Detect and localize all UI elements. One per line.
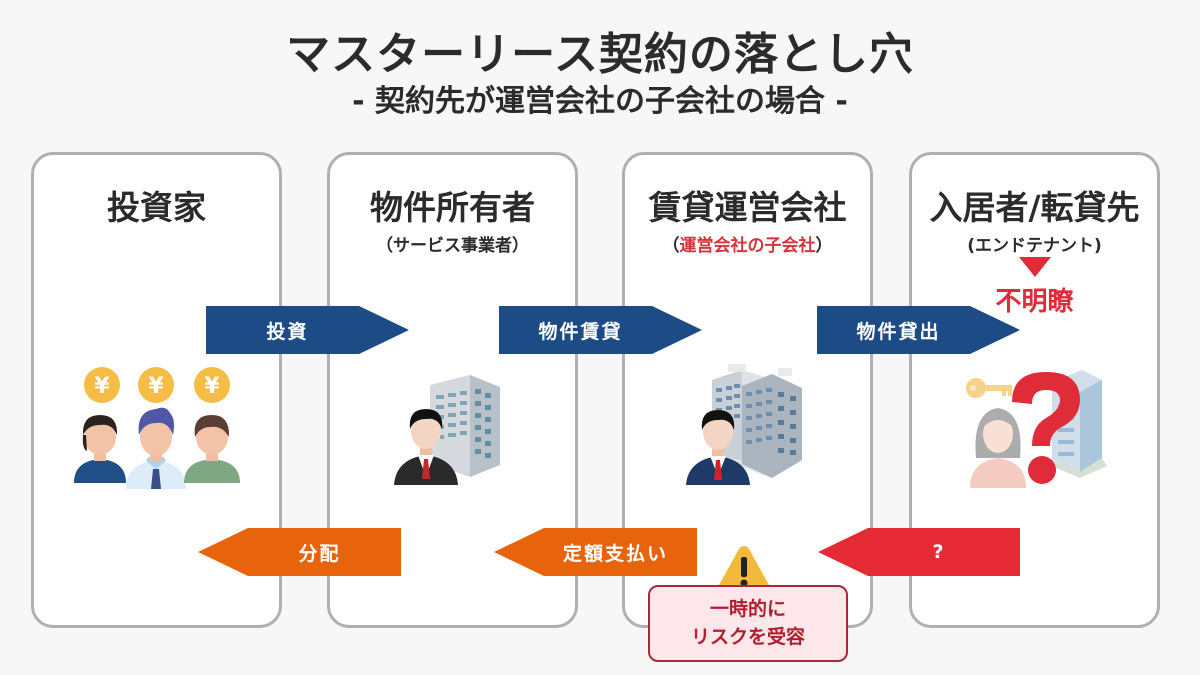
down-triangle-icon: [1018, 257, 1051, 277]
flow-arrow-distribution: 分配: [198, 528, 401, 576]
yen-coin-icon: ¥: [194, 367, 230, 403]
party-title: 入居者/転貸先: [929, 188, 1140, 227]
party-subtitle: (エンドテナント): [967, 236, 1102, 256]
svg-text:¥: ¥: [148, 374, 164, 399]
woman-icon: [970, 408, 1026, 488]
warning-line-1: 一時的に: [709, 598, 786, 620]
businessman-icon: [686, 410, 750, 485]
party-subtitle: （サービス事業者）: [376, 236, 529, 256]
party-title: 賃貸運営会社: [648, 188, 847, 227]
owner-illustration: [394, 375, 500, 485]
investors-illustration: ¥ ¥ ¥: [74, 367, 240, 489]
person-icon: [126, 407, 186, 489]
paren-close: ）: [815, 236, 833, 256]
paren-open: （: [662, 236, 680, 256]
arrow-label: 物件貸出: [856, 320, 941, 343]
flow-arrow-property-lease: 物件賃貸: [499, 306, 702, 354]
party-subtitle: （運営会社の子会社）: [625, 231, 870, 256]
warning-line-2: リスクを受容: [690, 626, 805, 648]
operator-illustration: [686, 364, 802, 485]
unclear-status: 不明瞭: [995, 287, 1074, 317]
arrow-label: 投資: [266, 320, 309, 343]
flow-arrow-unknown: ?: [818, 528, 1020, 576]
arrow-label: 物件賃貸: [538, 320, 623, 343]
building-icon: [430, 375, 500, 477]
person-icon: [184, 415, 240, 483]
svg-text:¥: ¥: [204, 374, 220, 399]
person-icon: [74, 415, 126, 483]
question-mark-icon: [1012, 372, 1080, 484]
flow-arrow-invest: 投資: [206, 306, 409, 354]
flow-arrow-property-rental: 物件貸出: [817, 306, 1020, 354]
flow-arrow-fixed-payment: 定額支払い: [494, 528, 697, 576]
subsidiary-highlight: 運営会社の子会社: [679, 236, 816, 256]
risk-warning-callout: 一時的に リスクを受容: [648, 585, 848, 662]
key-icon: [966, 378, 1012, 398]
businessman-icon: [394, 409, 458, 485]
party-title: 物件所有者: [370, 188, 535, 227]
yen-coin-icon: ¥: [138, 367, 174, 403]
diagram-subtitle: - 契約先が運営会社の子会社の場合 -: [352, 84, 848, 119]
warning-icon: [718, 546, 770, 591]
arrow-label: 定額支払い: [562, 542, 668, 565]
tenant-illustration: [966, 370, 1107, 488]
party-title: 投資家: [107, 188, 206, 227]
diagram-title: マスターリース契約の落とし穴: [286, 29, 914, 80]
yen-coin-icon: ¥: [84, 367, 120, 403]
arrow-label: ?: [932, 541, 946, 563]
svg-text:¥: ¥: [94, 374, 110, 399]
arrow-label: 分配: [298, 542, 341, 565]
